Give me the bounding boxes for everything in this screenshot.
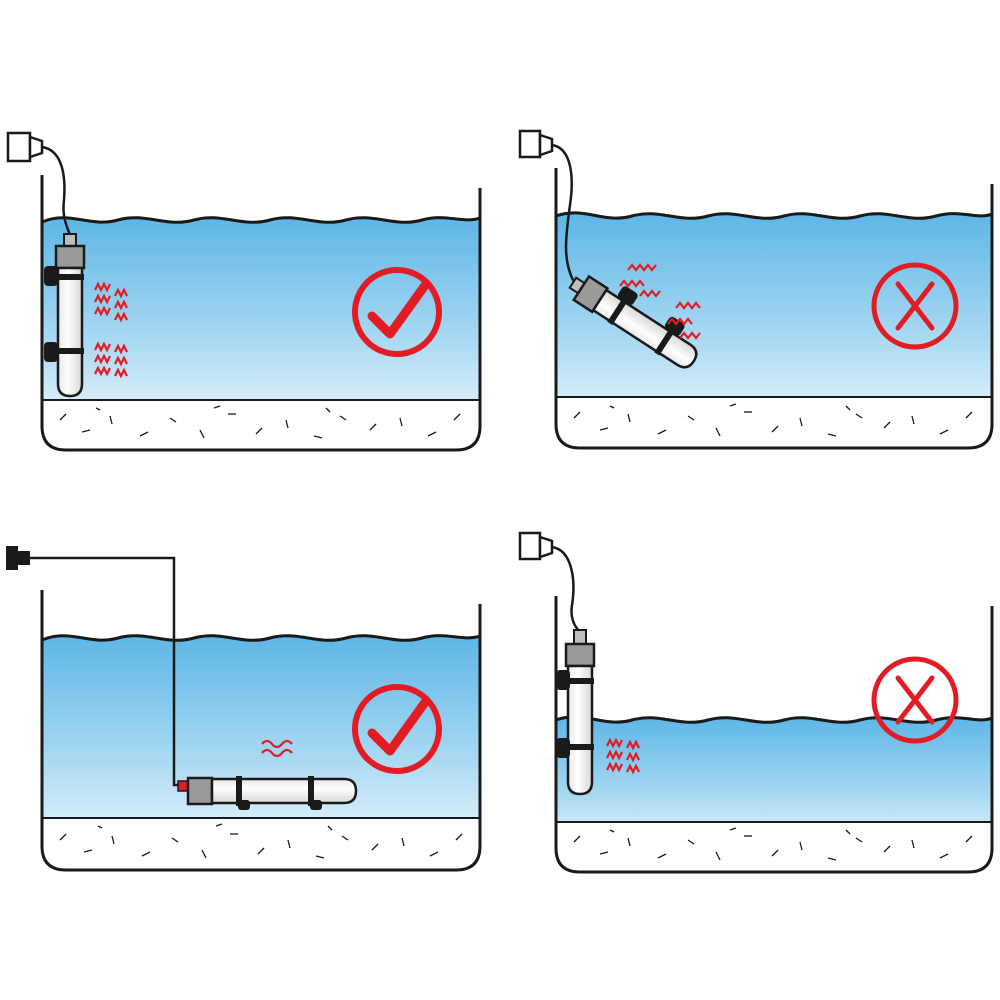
tank-outline xyxy=(40,590,482,872)
gravel-specks xyxy=(59,405,461,439)
check-icon xyxy=(352,267,442,357)
panel-tilted-incorrect xyxy=(518,129,994,450)
plug-icon xyxy=(518,531,554,561)
cross-icon xyxy=(871,656,959,744)
water-surface xyxy=(555,211,993,220)
water-surface xyxy=(41,634,481,642)
plug-icon xyxy=(518,129,554,159)
panel-low-water-incorrect xyxy=(518,531,994,874)
power-cable xyxy=(41,145,72,236)
water xyxy=(42,635,480,860)
water xyxy=(556,212,992,440)
gravel-bed xyxy=(556,397,992,448)
heater-icon xyxy=(568,274,698,369)
plug-icon xyxy=(6,546,30,570)
heater-icon xyxy=(44,233,86,398)
gravel-specks xyxy=(573,827,973,861)
cross-icon xyxy=(871,262,959,350)
gravel-specks xyxy=(59,823,463,859)
water xyxy=(42,217,480,440)
tank-outline xyxy=(554,168,994,450)
gravel-bed xyxy=(556,822,992,872)
heat-wave-icon xyxy=(619,263,701,340)
heat-wave-icon xyxy=(261,739,293,758)
heat-wave-icon xyxy=(94,281,128,379)
panel-vertical-correct xyxy=(6,131,482,452)
check-icon xyxy=(352,684,442,774)
gravel-bed xyxy=(42,818,480,870)
heat-wave-icon xyxy=(606,737,640,775)
panel-horizontal-correct xyxy=(6,546,482,872)
heater-icon xyxy=(177,776,358,810)
power-cable xyxy=(551,545,581,633)
gravel-bed xyxy=(42,400,480,450)
gravel-specks xyxy=(573,403,973,437)
tank-outline xyxy=(40,175,482,452)
power-cable xyxy=(551,143,576,283)
tank-outline xyxy=(554,596,994,874)
heater-icon xyxy=(556,629,596,796)
water-surface xyxy=(41,216,481,224)
plug-icon xyxy=(6,131,44,163)
